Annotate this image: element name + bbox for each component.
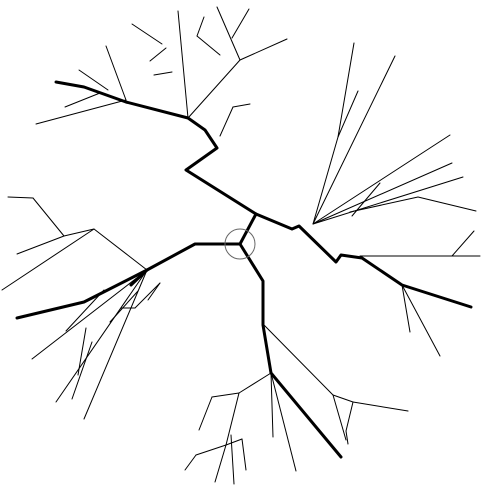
- branch: [94, 229, 147, 270]
- branch: [154, 72, 172, 75]
- branch: [220, 107, 233, 136]
- branch: [232, 9, 249, 38]
- branch: [338, 91, 358, 137]
- branch: [106, 46, 126, 100]
- branch: [346, 431, 348, 444]
- branch: [132, 24, 162, 44]
- branch: [84, 270, 147, 419]
- branch: [2, 229, 94, 290]
- branch: [271, 373, 273, 437]
- branch: [56, 82, 256, 214]
- branch: [350, 197, 418, 212]
- branch: [36, 100, 126, 124]
- branch: [32, 270, 147, 359]
- branch: [217, 7, 240, 60]
- branch: [226, 439, 242, 445]
- branch: [65, 93, 100, 107]
- branch: [199, 397, 212, 430]
- branch: [313, 177, 463, 224]
- branch: [196, 445, 226, 455]
- branch: [233, 104, 250, 107]
- branch: [333, 395, 353, 402]
- branch: [8, 197, 33, 198]
- branch: [353, 402, 408, 411]
- branch: [212, 393, 239, 397]
- branch: [215, 445, 226, 482]
- branch: [346, 402, 353, 431]
- branch: [242, 439, 246, 470]
- branch: [17, 236, 64, 254]
- branch: [197, 36, 220, 55]
- branch: [240, 244, 341, 457]
- branch: [135, 283, 160, 308]
- branch: [197, 17, 204, 36]
- branch: [256, 214, 471, 307]
- branch: [239, 373, 271, 393]
- branch: [56, 270, 147, 402]
- branch: [418, 197, 476, 211]
- branch: [313, 163, 452, 224]
- branch: [33, 198, 64, 236]
- branch: [338, 43, 354, 137]
- branch: [150, 48, 166, 61]
- branch: [313, 135, 450, 224]
- thick-branches: [17, 82, 471, 457]
- branch: [313, 56, 395, 224]
- branch: [240, 39, 287, 60]
- branch: [178, 11, 188, 118]
- branch: [78, 328, 86, 375]
- branch: [185, 455, 196, 470]
- branch: [226, 393, 239, 445]
- branch: [148, 283, 160, 300]
- branch: [333, 395, 346, 440]
- branch: [452, 231, 474, 256]
